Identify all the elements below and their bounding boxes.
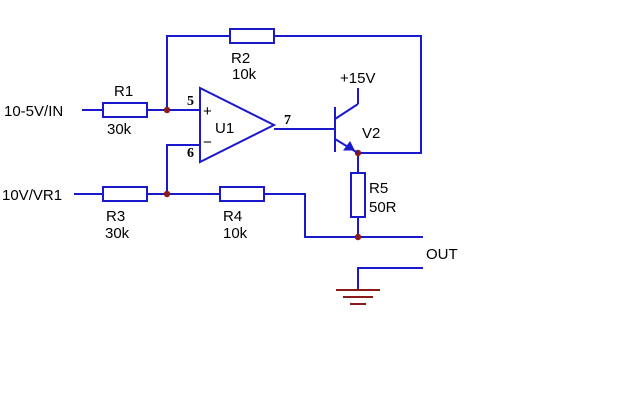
junctions xyxy=(163,106,362,241)
resistor-r1 xyxy=(102,102,148,118)
transistor-collector xyxy=(334,103,359,120)
transistor-ref: V2 xyxy=(362,125,380,142)
supply-label: +15V xyxy=(340,70,375,87)
resistor-r3 xyxy=(102,186,148,202)
opamp-ref: U1 xyxy=(215,120,234,137)
r4-ref: R4 xyxy=(223,208,242,225)
opamp-minus-sign: − xyxy=(203,134,212,151)
output-label: OUT xyxy=(426,246,458,263)
junction-dot xyxy=(163,106,171,114)
r2-value: 10k xyxy=(232,66,257,83)
r2-ref: R2 xyxy=(231,50,250,67)
r5-ref: R5 xyxy=(369,180,388,197)
transistor-v2 xyxy=(334,88,359,154)
wire-ground-return xyxy=(357,267,423,290)
r4-value: 10k xyxy=(223,225,248,242)
resistor-r5 xyxy=(350,172,366,218)
emitter-arrow-icon xyxy=(343,141,355,151)
wires xyxy=(74,35,423,290)
wire-r2-loop xyxy=(166,35,230,110)
opamp-plus-sign: + xyxy=(203,103,212,120)
ground-icon xyxy=(336,289,380,305)
wire-r2-right xyxy=(274,35,422,154)
junction-dot xyxy=(354,233,362,241)
junction-dot xyxy=(163,190,171,198)
wire-r4-out xyxy=(264,193,358,238)
r3-ref: R3 xyxy=(106,208,125,225)
r5-value: 50R xyxy=(369,199,397,216)
input-label-vr1: 10V/VR1 xyxy=(2,187,62,204)
pin-5-label: 5 xyxy=(187,94,194,109)
resistor-r4 xyxy=(219,186,265,202)
pin-6-label: 6 xyxy=(187,146,194,161)
resistor-r2 xyxy=(229,28,275,44)
wire-minus xyxy=(166,144,200,194)
input-label-in: 10-5V/IN xyxy=(4,103,63,120)
r1-value: 30k xyxy=(107,121,132,138)
pin-7-label: 7 xyxy=(284,113,291,128)
r1-ref: R1 xyxy=(114,83,133,100)
opamp-u1 xyxy=(199,86,277,164)
r3-value: 30k xyxy=(105,225,130,242)
